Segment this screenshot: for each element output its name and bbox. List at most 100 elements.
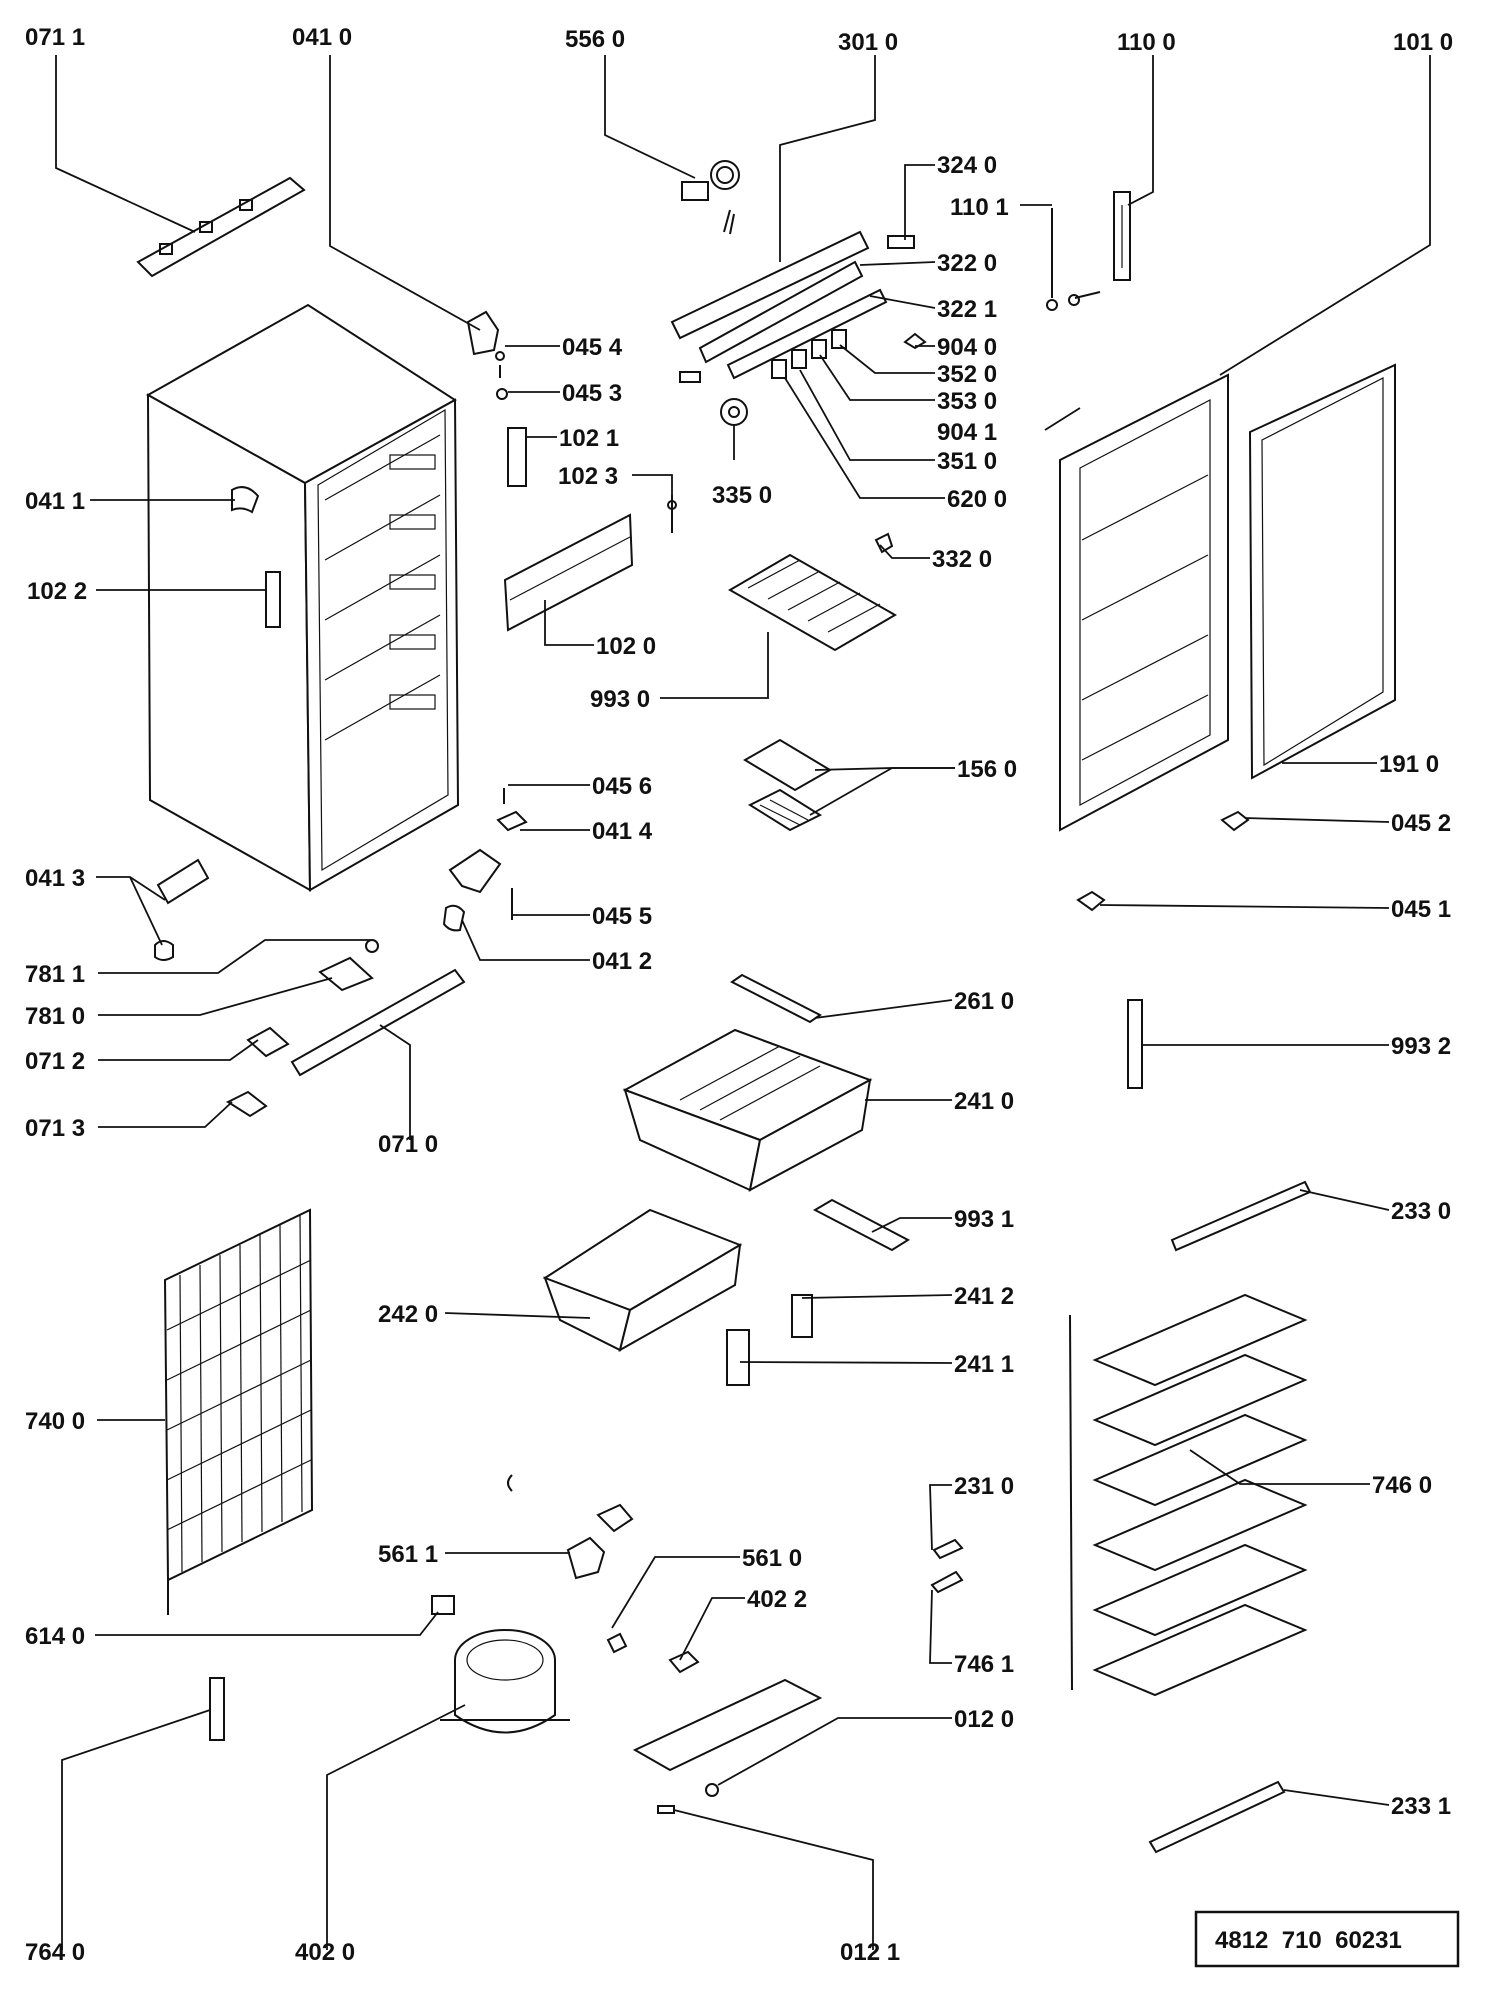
part-relay: [431, 1595, 455, 1615]
label-102-3: 102 3: [558, 463, 618, 490]
part-door-hinges: [1076, 810, 1250, 912]
part-handle-993-1: [812, 1198, 911, 1252]
part-compressor: [440, 1629, 570, 1734]
label-561-0: 561 0: [742, 1545, 802, 1572]
label-614-0: 614 0: [25, 1623, 85, 1650]
label-332-0: 332 0: [932, 546, 992, 573]
part-drawer-large: [622, 1028, 873, 1192]
label-746-0: 746 0: [1372, 1472, 1432, 1499]
label-351-0: 351 0: [937, 448, 997, 475]
label-071-3: 071 3: [25, 1115, 85, 1142]
part-strip-261: [730, 973, 822, 1024]
part-clips-231-746: [930, 1538, 964, 1594]
part-door-rail-993-2: [1127, 999, 1143, 1089]
part-wire-shelves: [1069, 1293, 1308, 1697]
part-door-outer: [1059, 373, 1229, 832]
label-764-0: 764 0: [25, 1939, 85, 1966]
label-261-0: 261 0: [954, 988, 1014, 1015]
label-071-1: 071 1: [25, 24, 85, 51]
part-door-gasket: [1248, 363, 1396, 780]
label-241-0: 241 0: [954, 1088, 1014, 1115]
label-233-1: 233 1: [1391, 1793, 1451, 1820]
part-hinge-cover: [503, 427, 677, 632]
part-bar-233-0: [1170, 1180, 1312, 1252]
label-242-0: 242 0: [378, 1301, 438, 1328]
label-233-0: 233 0: [1391, 1198, 1451, 1225]
label-620-0: 620 0: [947, 486, 1007, 513]
label-110-0: 110 0: [1117, 29, 1176, 56]
part-bottom-hinge: [442, 788, 528, 932]
part-door-bracket: [1113, 191, 1131, 281]
leader-lines: [55, 55, 1431, 1950]
label-993-0: 993 0: [590, 686, 650, 713]
part-drain-items: [318, 939, 379, 992]
label-110-1: 110 1: [950, 194, 1009, 221]
label-402-0: 402 0: [295, 1939, 355, 1966]
label-012-1: 012 1: [840, 1939, 900, 1966]
part-base-plate: [632, 1678, 823, 1814]
part-bottom-rail: [225, 968, 466, 1118]
part-dividers: [726, 1294, 813, 1386]
label-041-4: 041 4: [592, 818, 653, 845]
label-740-0: 740 0: [25, 1408, 85, 1435]
label-045-2: 045 2: [1391, 810, 1451, 837]
label-904-0: 904 0: [937, 334, 997, 361]
label-781-1: 781 1: [25, 961, 85, 988]
part-thermostat: [720, 398, 748, 426]
label-353-0: 353 0: [937, 388, 997, 415]
part-clip-332: [874, 532, 894, 554]
label-041-1: 041 1: [25, 488, 85, 515]
label-045-5: 045 5: [592, 903, 652, 930]
label-241-1: 241 1: [954, 1351, 1014, 1378]
label-071-0: 071 0: [378, 1131, 438, 1158]
label-156-0: 156 0: [957, 756, 1017, 783]
label-352-0: 352 0: [937, 361, 997, 388]
label-102-0: 102 0: [596, 633, 656, 660]
label-231-0: 231 0: [954, 1473, 1014, 1500]
reference-number: 4812 710 60231: [1215, 1927, 1402, 1954]
label-746-1: 746 1: [954, 1651, 1014, 1678]
part-lower-hinge-041-3: [154, 858, 210, 961]
label-301-0: 301 0: [838, 29, 898, 56]
label-335-0: 335 0: [712, 482, 772, 509]
label-322-0: 322 0: [937, 250, 997, 277]
label-101-0: 101 0: [1393, 29, 1453, 56]
label-241-2: 241 2: [954, 1283, 1014, 1310]
part-grille: [728, 553, 897, 652]
part-capacitor: [209, 1677, 225, 1741]
label-993-2: 993 2: [1391, 1033, 1451, 1060]
label-012-0: 012 0: [954, 1706, 1014, 1733]
label-324-0: 324 0: [937, 152, 997, 179]
label-041-2: 041 2: [592, 948, 652, 975]
part-top-rail: [136, 176, 306, 278]
part-labels: 071 1 041 0 556 0 301 0 110 0 101 0 324 …: [25, 24, 1453, 1966]
label-041-3: 041 3: [25, 865, 85, 892]
cabinet-body: [145, 303, 460, 892]
label-041-0: 041 0: [292, 24, 352, 51]
part-top-hinge: [466, 310, 508, 400]
label-904-1: 904 1: [937, 419, 997, 446]
part-drawer-small: [542, 1208, 743, 1353]
label-102-1: 102 1: [559, 425, 619, 452]
part-condenser: [163, 1208, 314, 1615]
part-bar-233-1: [1148, 1780, 1286, 1854]
label-102-2: 102 2: [27, 578, 87, 605]
label-045-6: 045 6: [592, 773, 652, 800]
label-045-1: 045 1: [1391, 896, 1451, 923]
label-561-1: 561 1: [378, 1541, 438, 1568]
part-spring: [681, 160, 740, 235]
part-small-clips: [887, 208, 1101, 311]
part-thermostat-knobs: [771, 329, 927, 379]
label-191-0: 191 0: [1379, 751, 1439, 778]
label-071-2: 071 2: [25, 1048, 85, 1075]
label-781-0: 781 0: [25, 1003, 85, 1030]
label-402-2: 402 2: [747, 1586, 807, 1613]
reference-number-box: 4812 710 60231: [1194, 1910, 1460, 1968]
label-045-4: 045 4: [562, 334, 623, 361]
part-control-rails: [670, 230, 888, 383]
label-993-1: 993 1: [954, 1206, 1014, 1233]
label-322-1: 322 1: [937, 296, 997, 323]
label-045-3: 045 3: [562, 380, 622, 407]
part-ice-tray: [743, 738, 832, 832]
